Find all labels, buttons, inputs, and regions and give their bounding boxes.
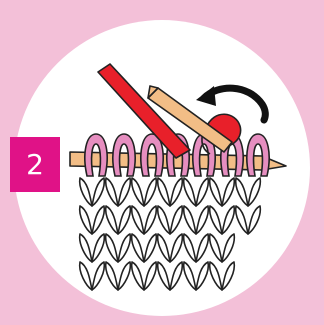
step-number: 2 bbox=[10, 137, 60, 192]
